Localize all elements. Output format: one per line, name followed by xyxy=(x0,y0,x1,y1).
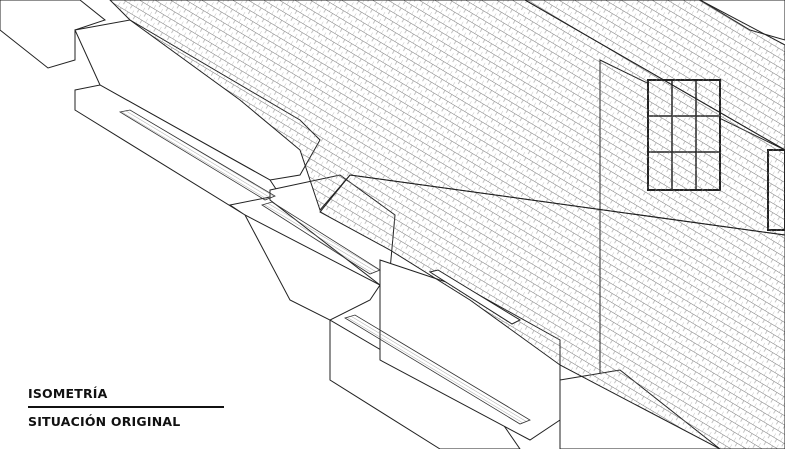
lower-window xyxy=(428,269,522,325)
title-block: ISOMETRÍA SITUACIÓN ORIGINAL xyxy=(28,386,224,429)
drainage-channels xyxy=(118,109,531,425)
main-roof-lower xyxy=(319,174,785,449)
drawing-subtitle: SITUACIÓN ORIGINAL xyxy=(28,414,181,429)
drawing-title: ISOMETRÍA xyxy=(28,386,224,408)
main-roof-upper xyxy=(109,0,785,236)
